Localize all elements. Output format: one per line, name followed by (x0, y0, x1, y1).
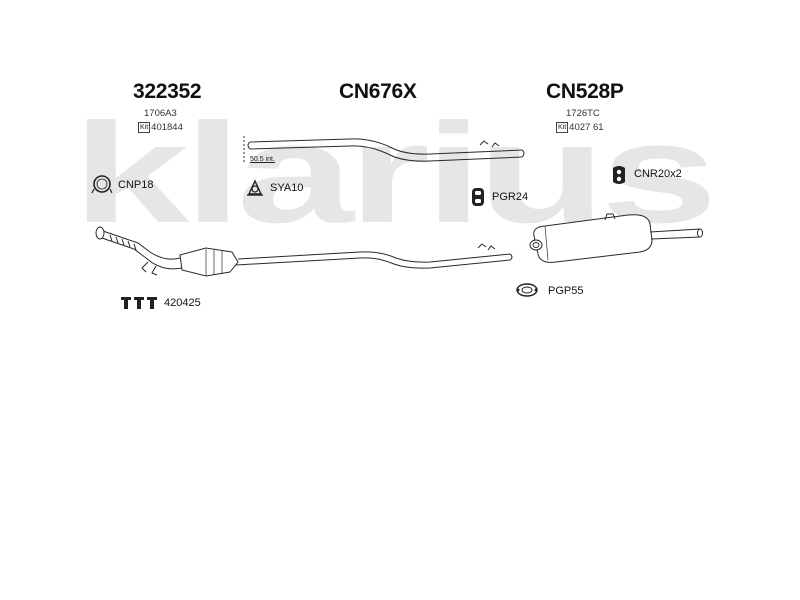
part-code-right: CN528P (546, 80, 624, 103)
fitting-label-420425: 420425 (164, 297, 201, 309)
rubber-hanger-icon (472, 188, 484, 206)
part-ref-left: 1706A3 (144, 108, 177, 119)
fitting-label-cnr20: CNR20x2 (634, 168, 682, 180)
part-code-middle: CN676X (339, 80, 417, 103)
gasket-icon (516, 283, 538, 297)
clamp-icon (91, 175, 113, 194)
fitting-label-pgr24: PGR24 (492, 191, 529, 203)
fitting-label-cnp18: CNP18 (118, 179, 154, 191)
fitting-label-pgp55: PGP55 (548, 285, 584, 297)
kit-row-left: Kit 401844 (138, 122, 183, 133)
fitting-label-sya10: SYA10 (270, 182, 304, 194)
bolt-set-icon (121, 297, 157, 309)
mounting-rubber-icon (247, 179, 263, 196)
kit-number-right: 4027 61 (569, 122, 604, 133)
part-code-left: 322352 (133, 80, 202, 103)
rubber-mount-icon (613, 166, 625, 184)
kit-number-left: 401844 (151, 122, 183, 133)
kit-row-right: Kit 4027 61 (556, 122, 604, 133)
kit-box-left: Kit (138, 122, 151, 133)
kit-box-right: Kit (556, 122, 569, 133)
part-ref-right: 1726TC (566, 108, 600, 119)
pipe-diameter-note: 50.5 int. (250, 156, 275, 163)
